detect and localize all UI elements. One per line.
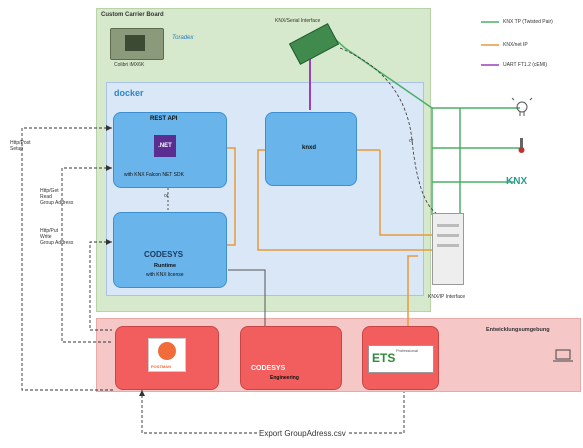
codesys-engineering-box — [240, 326, 342, 390]
codesys-engineering-name: CODESYS — [251, 365, 286, 372]
carrier-board-title: Custom Carrier Board — [101, 12, 164, 18]
read-arrow — [61, 167, 112, 343]
dotnet-logo: .NET — [154, 135, 176, 157]
codesys-runtime-title: Runtime — [154, 263, 176, 269]
export-arrow — [141, 390, 405, 434]
knx-ip-device — [432, 213, 464, 285]
ip-line-runtime — [225, 147, 236, 246]
setup-arrow — [21, 127, 115, 391]
knx-serial-label: KNX/Serial Interface — [275, 18, 321, 24]
colibri-board-image — [110, 28, 164, 60]
or-label-right: or — [409, 138, 414, 144]
legend-ip: KNX/net IP — [503, 42, 528, 48]
rest-api-subtitle: with KNX Falcon NET SDK — [124, 172, 184, 178]
ip-line-ets — [407, 255, 418, 328]
lightbulb-icon — [511, 97, 533, 116]
legend-uart: UART FT1.2 (cEMI) — [503, 62, 547, 68]
knx-ip-label: KNX/IP Interface — [428, 294, 466, 300]
serial-ip-alternative — [339, 47, 437, 214]
postman-name: POSTMAN — [151, 364, 171, 369]
module-label: Colibri iMX6K — [114, 62, 145, 68]
export-label: Export GroupAdress.csv — [257, 429, 348, 438]
write-arrow — [89, 241, 112, 331]
knx-logo: KNX — [506, 176, 528, 187]
postman-logo — [148, 338, 186, 372]
codesys-runtime-box — [113, 212, 227, 288]
ip-line-knxd — [257, 149, 432, 251]
tp-line-serial — [333, 37, 433, 109]
ets-logo — [368, 345, 434, 373]
runtime-engineering-line — [228, 269, 266, 330]
knxd-box — [265, 112, 357, 186]
dev-environment-label: Entwicklungsumgebung — [486, 327, 550, 333]
docker-logo: docker — [114, 88, 144, 98]
legend-tp: KNX TP (Twisted Pair) — [503, 19, 553, 25]
knxd-label: knxd — [302, 145, 317, 151]
ets-name: ETS — [372, 351, 396, 365]
codesys-runtime-subtitle: with KNX license — [146, 272, 184, 278]
laptop-icon — [553, 349, 573, 362]
ets-tagline: Professional — [396, 348, 419, 353]
codesys-engineering-subtitle: Engineering — [270, 375, 299, 381]
rest-api-title: REST API — [150, 116, 178, 122]
thermometer-icon — [518, 138, 525, 153]
toradex-logo: Toradex — [172, 35, 194, 41]
codesys-runtime-name: CODESYS — [144, 250, 184, 259]
or-label-left: or — [164, 193, 169, 199]
